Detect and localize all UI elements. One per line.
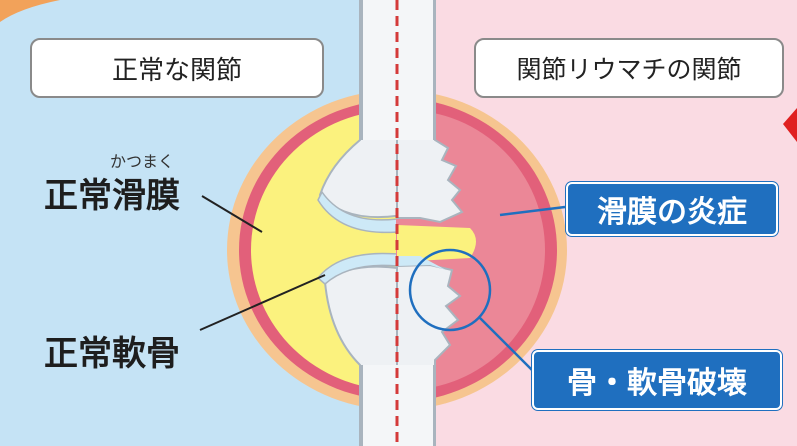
red-arrow-tip — [783, 108, 797, 142]
top-corner-decoration — [0, 0, 60, 22]
bone-cartilage-destruction-tag: 骨・軟骨破壊 — [532, 350, 782, 410]
inflammation-leader-line — [499, 205, 566, 217]
normal-joint-title: 正常な関節 — [30, 38, 324, 98]
ra-joint-title: 関節リウマチの関節 — [474, 38, 784, 98]
destruction-highlight-circle — [408, 248, 492, 332]
normal-lower-cartilage — [316, 252, 396, 285]
ra-fluid — [397, 225, 476, 262]
cartilage-leader-line — [199, 274, 326, 331]
synovium-inflammation-tag: 滑膜の炎症 — [566, 182, 778, 236]
normal-cartilage-label: 正常軟骨 — [44, 334, 180, 374]
synovium-reading-ruby: かつまく — [110, 152, 175, 171]
normal-upper-cartilage — [317, 190, 396, 234]
synovium-leader-line — [201, 195, 263, 233]
destruction-leader-line — [479, 317, 533, 371]
normal-synovium-label: 正常滑膜 — [44, 176, 180, 216]
